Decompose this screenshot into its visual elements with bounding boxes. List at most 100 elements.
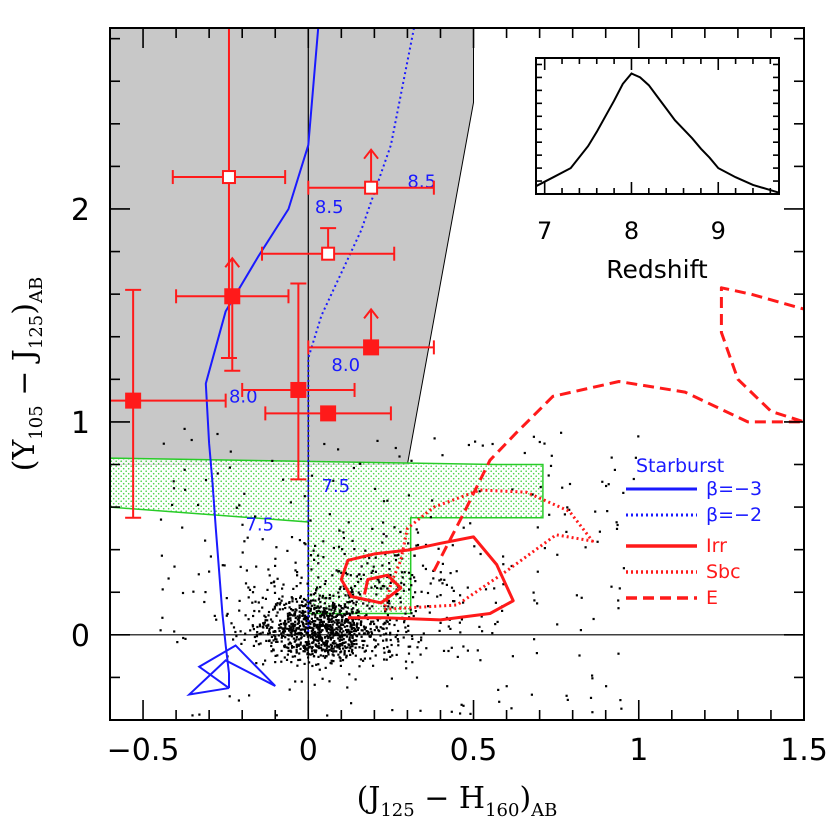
- field-point: [294, 680, 297, 683]
- field-point: [407, 645, 410, 648]
- field-point: [353, 585, 356, 588]
- field-point: [352, 621, 355, 624]
- field-point: [247, 618, 250, 621]
- field-point: [251, 591, 255, 594]
- field-point: [281, 608, 284, 611]
- field-point: [331, 629, 334, 632]
- field-point: [315, 635, 318, 639]
- field-point: [268, 627, 271, 630]
- field-point: [339, 605, 342, 608]
- field-point: [351, 620, 354, 623]
- field-point: [273, 605, 276, 608]
- field-point: [322, 642, 325, 646]
- field-point: [350, 625, 353, 628]
- field-point: [355, 635, 359, 638]
- field-point: [279, 626, 282, 629]
- field-point: [443, 578, 446, 581]
- track-e: [432, 286, 804, 572]
- field-point: [313, 624, 316, 628]
- field-point: [340, 607, 343, 610]
- field-point: [322, 620, 325, 623]
- field-point: [297, 620, 300, 623]
- redshift-label: 8.5: [315, 197, 344, 218]
- field-point: [243, 540, 246, 543]
- field-point: [634, 456, 637, 459]
- field-point: [371, 569, 374, 572]
- field-point: [295, 646, 298, 649]
- field-point: [318, 597, 321, 600]
- field-point: [298, 632, 301, 636]
- field-point: [298, 616, 301, 619]
- field-point: [318, 668, 321, 671]
- field-point: [326, 623, 329, 626]
- field-point: [308, 600, 311, 603]
- field-point: [439, 571, 442, 574]
- field-point: [329, 628, 332, 631]
- field-point: [267, 614, 270, 617]
- field-point: [344, 646, 347, 649]
- field-point: [324, 624, 327, 627]
- field-point: [523, 451, 526, 455]
- field-point: [363, 650, 366, 653]
- field-point: [288, 613, 292, 616]
- field-point: [349, 630, 352, 633]
- field-point: [404, 612, 407, 615]
- field-point: [466, 649, 469, 652]
- field-point: [352, 626, 355, 630]
- field-point: [272, 608, 275, 611]
- field-point: [303, 634, 306, 637]
- field-point: [310, 604, 313, 607]
- field-point: [314, 544, 317, 547]
- field-point: [319, 586, 322, 589]
- field-point: [264, 616, 267, 619]
- field-point: [317, 626, 320, 629]
- field-point: [271, 459, 274, 462]
- field-point: [389, 655, 392, 658]
- field-point: [365, 630, 368, 633]
- field-point: [353, 633, 356, 636]
- y-tick-label: 1: [71, 406, 90, 441]
- field-point: [330, 647, 333, 650]
- field-point: [306, 606, 309, 609]
- field-point: [355, 600, 358, 603]
- field-point: [274, 635, 277, 638]
- field-point: [330, 659, 333, 662]
- field-point: [329, 612, 332, 615]
- field-point: [386, 601, 389, 604]
- field-point: [351, 599, 354, 603]
- legend-label: Sbc: [706, 561, 741, 583]
- field-point: [262, 626, 265, 629]
- field-point: [462, 704, 465, 707]
- field-point: [327, 645, 330, 648]
- field-point: [294, 598, 298, 601]
- field-point: [318, 621, 321, 624]
- field-point: [331, 653, 334, 656]
- field-point: [331, 636, 334, 639]
- field-point: [313, 639, 316, 642]
- field-point: [343, 651, 346, 654]
- field-point: [297, 632, 300, 635]
- field-point: [248, 694, 251, 697]
- field-point: [184, 637, 187, 640]
- field-point: [357, 591, 360, 594]
- field-point: [303, 495, 306, 498]
- field-point: [399, 601, 402, 604]
- field-point: [281, 587, 284, 590]
- field-point: [171, 503, 174, 506]
- field-point: [268, 629, 271, 632]
- field-point: [359, 593, 362, 596]
- field-point: [333, 621, 336, 624]
- field-point: [311, 652, 314, 655]
- field-point: [399, 530, 402, 534]
- field-point: [394, 635, 397, 639]
- field-point: [331, 623, 334, 626]
- field-point: [355, 611, 358, 614]
- field-point: [289, 631, 292, 634]
- field-point: [332, 601, 335, 604]
- field-point: [331, 612, 334, 615]
- field-point: [235, 635, 238, 638]
- field-point: [404, 660, 408, 663]
- track-irr: [339, 535, 515, 622]
- field-point: [324, 597, 327, 600]
- field-point: [357, 618, 360, 621]
